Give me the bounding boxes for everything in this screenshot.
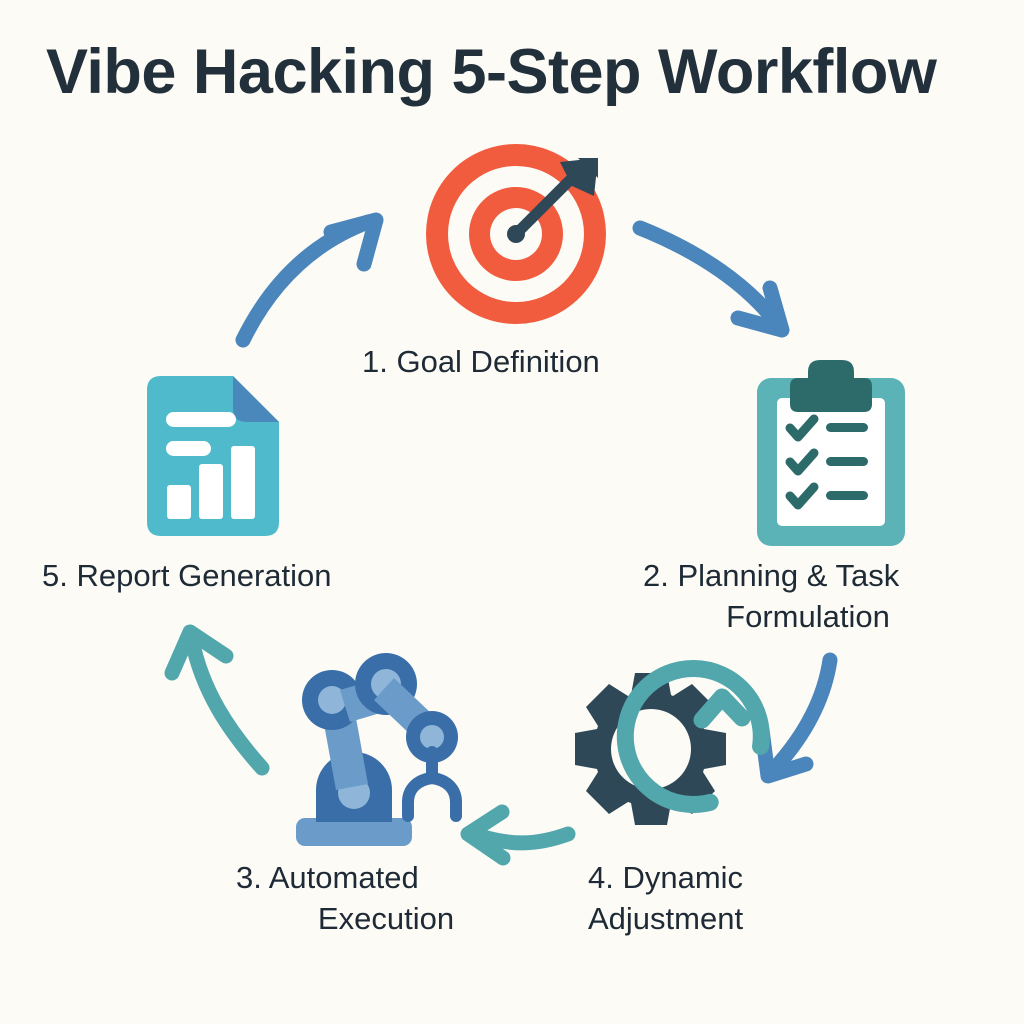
document-bar-2: [199, 464, 223, 519]
document-folded-corner: [233, 376, 279, 422]
document-text-line-2: [166, 441, 211, 456]
arrow-step3-to-step5: [164, 624, 270, 776]
step-label-4-line1: 4. Dynamic: [588, 860, 744, 895]
clipboard-checkmark-2: [785, 448, 819, 476]
arrow-step1-to-step2: [632, 220, 790, 338]
page-title: Vibe Hacking 5-Step Workflow: [46, 37, 937, 107]
step-label-4: 4. Dynamic Adjustment: [588, 858, 858, 940]
robot-gripper: [402, 746, 462, 822]
document-text-line-1: [166, 412, 236, 427]
step-label-3-line1: 3. Automated: [236, 860, 419, 895]
robot-wrist-joint-center: [420, 725, 444, 749]
step-label-2-line1: 2. Planning & Task: [643, 558, 900, 593]
step-label-3: 3. Automated Execution: [236, 858, 536, 940]
target-arrow: [510, 158, 598, 240]
clipboard-checkmark-1: [785, 414, 819, 442]
step-label-3-line2: Execution: [317, 900, 455, 936]
step-label-2-line2: Formulation: [726, 598, 890, 634]
document-bar-3: [231, 446, 255, 519]
robot-elbow-joint-center: [318, 686, 346, 714]
clipboard-checkmark-3: [785, 482, 819, 510]
document-bar-1: [167, 485, 191, 519]
step-label-1: 1. Goal Definition: [362, 344, 600, 379]
robot-base: [296, 818, 412, 846]
clipboard-clip: [790, 360, 872, 412]
clipboard-line-1: [826, 423, 868, 432]
step-label-5: 5. Report Generation: [42, 558, 332, 593]
step-label-2: 2. Planning & Task Formulation: [643, 556, 973, 638]
arrow-step5-to-step1: [235, 212, 384, 348]
clipboard-line-3: [826, 491, 868, 500]
arrow-step4-to-step3: [460, 804, 576, 866]
step-label-4-line2: Adjustment: [588, 900, 744, 936]
refresh-arrow: [616, 659, 770, 813]
clipboard-line-2: [826, 457, 868, 466]
